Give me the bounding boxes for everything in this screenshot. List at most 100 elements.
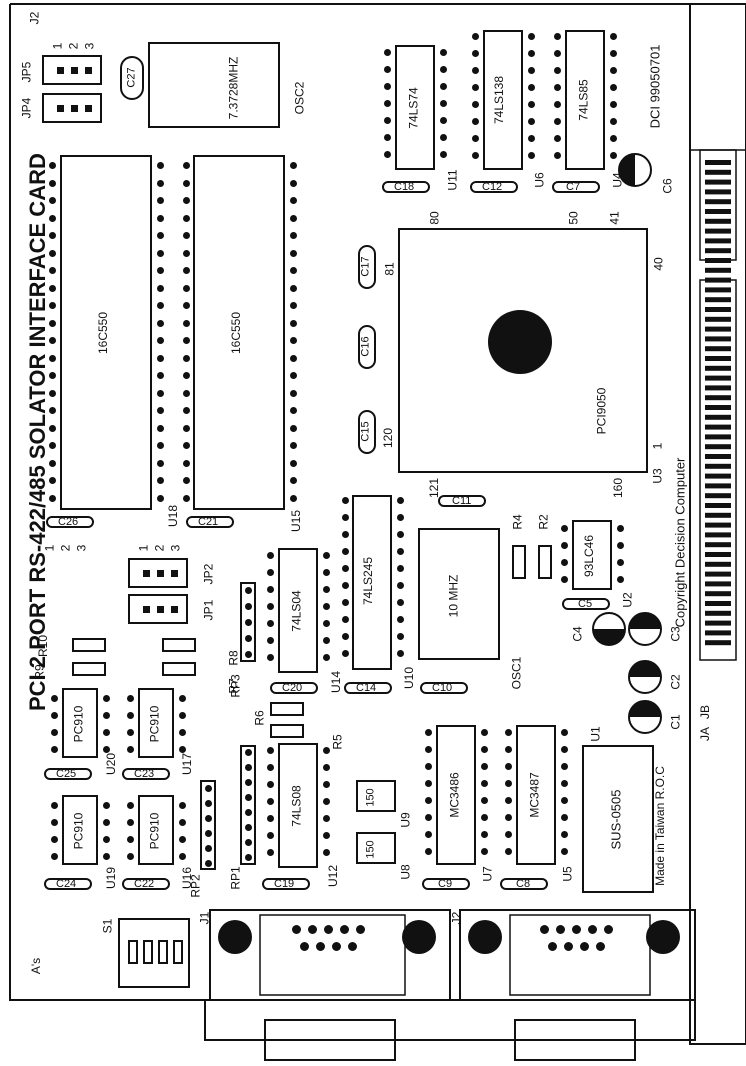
chip-pin	[323, 781, 330, 788]
chip-pin	[384, 100, 391, 107]
chip-pin	[183, 214, 190, 222]
jumper-jp4[interactable]	[42, 93, 102, 123]
db9-pin	[300, 942, 309, 951]
chip-pin	[127, 712, 134, 719]
chip-pin	[267, 637, 274, 644]
cap-c22: C22	[122, 878, 170, 890]
ecap-c4	[592, 612, 626, 646]
chip-pin	[51, 712, 58, 719]
chip-pin	[103, 695, 110, 702]
chip-pin	[157, 354, 164, 362]
chip-u20-part: PC910	[71, 705, 86, 743]
dip-switch-toggle[interactable]	[173, 940, 183, 964]
chip-pin	[49, 267, 56, 274]
chip-pin	[528, 101, 535, 108]
chip-pin	[384, 134, 391, 141]
chip-pin	[267, 849, 274, 856]
cap-c5-label: C5	[578, 598, 593, 610]
chip-pin	[157, 459, 164, 467]
chip-u16: PC910	[138, 795, 174, 865]
chip-pin	[267, 620, 274, 627]
chip-pin	[267, 764, 274, 771]
chip-u15-ref: U15	[289, 509, 304, 533]
ecap-c2	[628, 660, 662, 694]
chip-u20-ref: U20	[104, 752, 119, 776]
db9-pin	[588, 925, 597, 934]
edge-finger	[705, 238, 731, 244]
chip-pin	[384, 66, 391, 73]
chip-pin	[397, 599, 404, 606]
cap-c19-label: C19	[274, 878, 295, 890]
chip-pin	[183, 442, 190, 449]
jumper-pin	[171, 606, 178, 613]
chip-u9: 150	[356, 780, 396, 812]
jumper-jp5[interactable]	[42, 55, 102, 85]
edge-finger	[705, 542, 731, 548]
chip-pin	[157, 442, 164, 449]
chip-u6-part: 74LS138	[492, 75, 507, 125]
chip-pin	[245, 839, 252, 846]
dip-switch-toggle[interactable]	[143, 940, 153, 964]
jumper-pin	[143, 606, 150, 613]
j2-mount-hole-right	[646, 920, 680, 954]
chip-pin	[342, 633, 349, 640]
chip-pin	[481, 797, 488, 804]
jumper-jp1[interactable]	[128, 594, 188, 624]
chip-pin	[342, 650, 349, 657]
chip-pin	[397, 650, 404, 657]
copyright-text: Copyright Decision Computer	[672, 457, 688, 628]
edge-finger	[705, 209, 731, 214]
chip-pin	[290, 407, 297, 414]
resistor-r2-label: R2	[536, 514, 551, 530]
resistor-r2	[538, 545, 552, 579]
chip-pin	[183, 162, 190, 169]
cap-c17: C17	[358, 245, 376, 289]
resistor-r8	[162, 638, 196, 652]
dip-switch-toggle[interactable]	[158, 940, 168, 964]
chip-pin	[157, 494, 164, 502]
connector-j2-label: J2	[449, 911, 464, 925]
edge-finger	[705, 454, 731, 459]
chip-pin	[49, 477, 56, 484]
osc1-part: 10 MHZ	[446, 574, 461, 618]
jp5-num-2: 2	[66, 42, 81, 50]
resistor-r10-label: R10	[36, 634, 51, 658]
chip-pin	[610, 101, 617, 108]
edge-finger	[705, 218, 731, 224]
edge-finger	[705, 444, 731, 450]
ecap-c2-label: C2	[668, 674, 683, 690]
chip-pin	[103, 746, 110, 753]
chip-pin	[51, 695, 58, 702]
rp3	[240, 582, 256, 662]
chip-pin	[425, 848, 432, 855]
pin-81: 81	[382, 262, 397, 276]
chip-pin	[505, 746, 512, 753]
db9-pin	[604, 925, 613, 934]
chip-pin	[103, 802, 110, 809]
db9-pin	[564, 942, 573, 951]
dip-switch-s1[interactable]	[118, 918, 190, 988]
jp-left-num-2: 2	[58, 544, 73, 552]
resistor-r8-label: R8	[226, 650, 241, 666]
edge-finger	[705, 522, 731, 528]
cap-c20: C20	[270, 682, 318, 694]
dip-switch-toggle[interactable]	[128, 940, 138, 964]
chip-pin	[323, 832, 330, 839]
chip-pin	[384, 151, 391, 158]
jumper-jp2[interactable]	[128, 558, 188, 588]
chip-u10-part: 74LS245	[361, 556, 376, 606]
cap-c15-label: C15	[359, 421, 372, 442]
db9-pin	[596, 942, 605, 951]
chip-pin	[554, 67, 561, 74]
chip-pin	[157, 389, 164, 397]
chip-pin	[323, 586, 330, 593]
ecap-c6-label: C6	[660, 178, 675, 194]
cap-c5: C5	[562, 598, 610, 610]
chip-pin	[481, 848, 488, 855]
osc2-ref: OSC2	[292, 81, 307, 115]
chip-pin	[179, 819, 186, 826]
chip-u2: 93LC46	[572, 520, 612, 590]
db9-pin	[348, 942, 357, 951]
cap-c18: C18	[382, 181, 430, 193]
chip-pin	[157, 477, 164, 484]
